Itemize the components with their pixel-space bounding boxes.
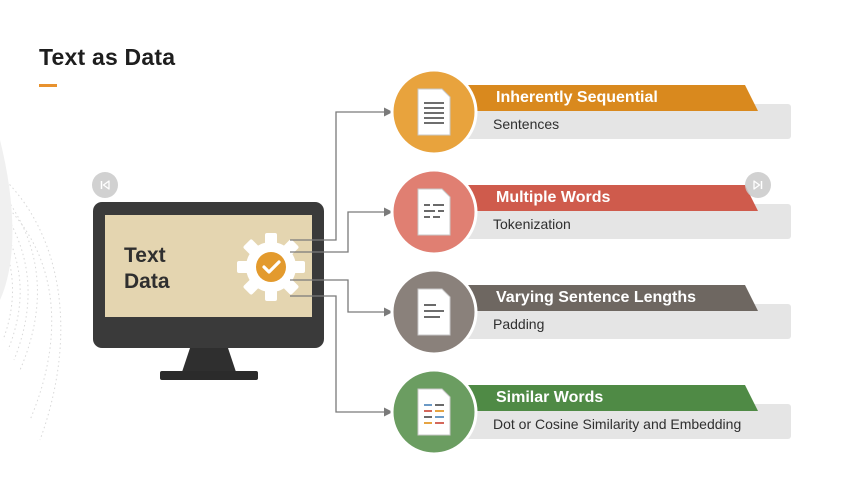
item-subtitle: Dot or Cosine Similarity and Embedding: [493, 416, 742, 432]
item-title: Varying Sentence Lengths: [496, 289, 697, 306]
item-inherently-sequential: [390, 68, 791, 156]
decorative-arcs: [0, 140, 62, 441]
document-icon: [417, 188, 451, 236]
item-subtitle: Sentences: [493, 116, 560, 132]
document-icon: [417, 288, 451, 336]
skip-back-icon: [100, 180, 110, 190]
document-icon: [417, 388, 451, 436]
item-multiple-words: [390, 168, 791, 256]
item-title: Inherently Sequential: [496, 89, 658, 106]
document-icon: [417, 88, 451, 136]
monitor-label: Text Data: [124, 244, 170, 293]
item-similar-words: [390, 368, 791, 456]
skip-forward-icon: [753, 180, 763, 190]
slide-title: Text as Data: [39, 44, 176, 70]
connectors: [290, 107, 393, 417]
next-slide-button[interactable]: [745, 172, 771, 198]
item-subtitle: Tokenization: [493, 216, 571, 232]
item-varying-sentence-lengths: [390, 268, 791, 356]
item-title: Multiple Words: [496, 189, 611, 206]
gear-check-icon: [237, 233, 305, 301]
title-underline: [39, 84, 57, 87]
item-subtitle: Padding: [493, 316, 545, 332]
item-title: Similar Words: [496, 389, 604, 406]
previous-slide-button[interactable]: [92, 172, 118, 198]
